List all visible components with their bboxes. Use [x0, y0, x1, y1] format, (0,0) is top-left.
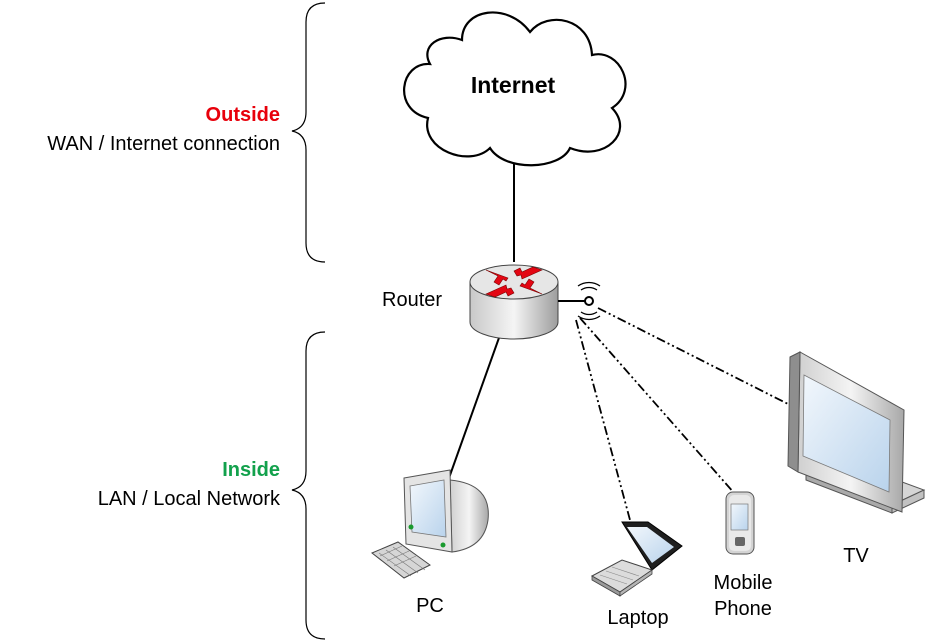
laptop-label: Laptop — [607, 607, 669, 629]
desktop-computer-icon — [371, 469, 489, 579]
link-router-pc — [448, 334, 501, 479]
router-icon — [469, 264, 601, 340]
mobile-phone-label-line2: Phone — [714, 598, 772, 620]
outside-zone-title: Outside — [205, 104, 280, 126]
link-router-mobile — [579, 317, 736, 495]
laptop-icon — [590, 521, 683, 597]
router-label: Router — [382, 289, 443, 311]
pc-label: PC — [416, 595, 444, 617]
link-router-laptop — [575, 319, 631, 521]
mobile-phone-icon — [725, 491, 755, 555]
cloud-icon — [403, 11, 627, 167]
outside-zone-subtitle: WAN / Internet connection — [47, 133, 280, 155]
inside-zone-title: Inside — [222, 459, 280, 481]
outside-brace — [291, 2, 326, 263]
inside-brace — [291, 331, 326, 640]
wireless-links — [575, 307, 791, 521]
inside-zone-subtitle: LAN / Local Network — [97, 488, 280, 510]
tv-label: TV — [843, 545, 869, 567]
mobile-phone-label-line1: Mobile — [713, 572, 773, 594]
link-router-tv — [597, 307, 791, 406]
tv-icon — [787, 351, 926, 514]
internet-label: Internet — [471, 72, 556, 98]
